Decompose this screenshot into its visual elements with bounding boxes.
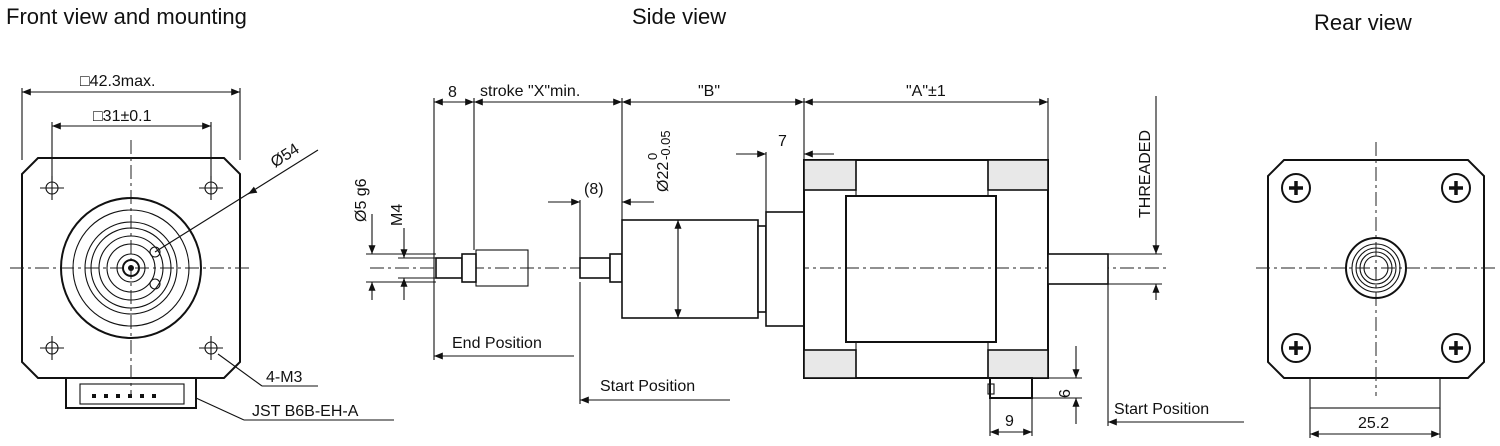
side-dia22: Ø22 [655,162,672,192]
side-dia5: Ø5 g6 [353,178,370,222]
front-max-dimension: □42.3max. [80,73,155,90]
side-end-position: End Position [452,335,542,352]
rear-motor-body [1267,159,1485,379]
side-dim-7: 7 [778,133,787,150]
front-screw-label: 4-M3 [266,369,303,386]
side-dia22-tol-upper: 0 [645,153,660,160]
end-position-shaft-tip [435,257,463,279]
front-connector-label: JST B6B-EH-A [252,403,359,420]
side-stroke-label: stroke "X"min. [480,83,580,100]
front-mounting-holes [40,176,223,360]
side-dim-A: "A"±1 [906,83,946,100]
front-hole-dimension: □31±0.1 [93,108,152,125]
side-motor-body [803,159,1049,379]
front-view: □42.3max. □31±0.1 [10,73,394,421]
rear-view-title: Rear view [1314,10,1412,35]
side-dim-6: 6 [1057,389,1074,398]
front-diameter-54: Ø54 [268,141,303,172]
rear-view: 25.2 [1256,142,1496,438]
front-motor-body [21,157,241,379]
side-start-position-right: Start Position [1114,401,1209,418]
side-dim-paren8: (8) [584,181,604,198]
front-view-title: Front view and mounting [6,4,247,29]
start-position-shaft-tip [579,257,611,279]
side-view-title: Side view [632,4,726,29]
rear-screws [1281,173,1471,363]
side-threaded: THREADED [1137,130,1154,218]
side-dim-9: 9 [1005,413,1014,430]
side-connector [989,377,1033,399]
rear-shaft [1047,253,1109,285]
side-view: 8 stroke "X"min. "B" "A"±1 [353,83,1244,436]
lead-nut-cylinder [621,219,759,319]
rear-dim-25: 25.2 [1358,415,1389,432]
side-dim-8: 8 [448,84,457,101]
side-start-position: Start Position [600,378,695,395]
side-m4: M4 [389,204,406,226]
side-dim-B: "B" [698,83,720,100]
side-dia22-tol-lower: -0.05 [658,130,673,160]
